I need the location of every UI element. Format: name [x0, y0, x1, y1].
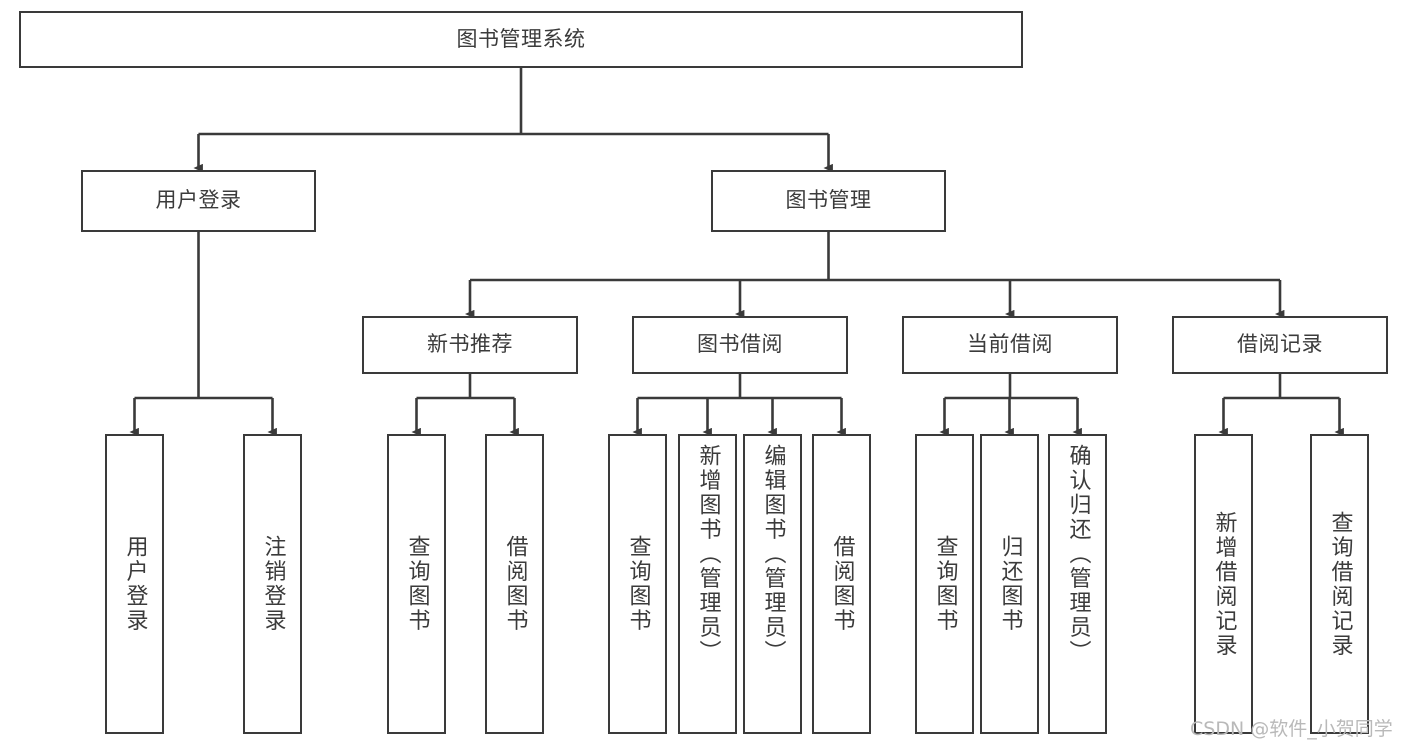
node-leaf-borrow-book[interactable]: 借阅图书	[812, 434, 871, 734]
node-book-management[interactable]: 图书管理	[711, 170, 946, 232]
node-label: 图书管理系统	[456, 26, 586, 51]
node-label: 新增借阅记录	[1211, 510, 1237, 658]
node-label: 查询图书	[625, 535, 651, 633]
node-user-login[interactable]: 用户登录	[81, 170, 316, 232]
node-label: 借阅图书	[829, 535, 855, 633]
node-new-book-recommend[interactable]: 新书推荐	[362, 316, 578, 374]
node-label: 注销登录	[260, 535, 286, 633]
node-label: 查询借阅记录	[1327, 510, 1353, 658]
node-label: 归还图书	[997, 535, 1023, 633]
node-label: 用户登录	[155, 188, 242, 213]
node-leaf-user-login[interactable]: 用户登录	[105, 434, 164, 734]
watermark-text: CSDN @软件_小贺同学	[1190, 718, 1393, 740]
node-label: 借阅记录	[1237, 332, 1323, 357]
node-label: 借阅图书	[502, 535, 528, 633]
node-label: 当前借阅	[967, 332, 1053, 357]
node-label: 编辑图书（管理员）	[760, 444, 786, 665]
node-leaf-add-book-admin[interactable]: 新增图书（管理员）	[678, 434, 737, 734]
node-root[interactable]: 图书管理系统	[19, 11, 1023, 68]
node-leaf-confirm-return-admin[interactable]: 确认归还（管理员）	[1048, 434, 1107, 734]
node-leaf-add-borrow-record[interactable]: 新增借阅记录	[1194, 434, 1253, 734]
node-label: 用户登录	[122, 535, 148, 633]
node-leaf-edit-book-admin[interactable]: 编辑图书（管理员）	[743, 434, 802, 734]
node-leaf-query-book-borrow[interactable]: 查询图书	[608, 434, 667, 734]
node-leaf-query-book-current[interactable]: 查询图书	[915, 434, 974, 734]
node-label: 新书推荐	[427, 332, 513, 357]
node-label: 查询图书	[932, 535, 958, 633]
node-book-borrow[interactable]: 图书借阅	[632, 316, 848, 374]
node-label: 图书借阅	[697, 332, 783, 357]
node-label: 图书管理	[785, 188, 872, 213]
node-current-borrow[interactable]: 当前借阅	[902, 316, 1118, 374]
node-leaf-query-book-recommend[interactable]: 查询图书	[387, 434, 446, 734]
node-label: 确认归还（管理员）	[1065, 444, 1091, 665]
node-leaf-borrow-book-recommend[interactable]: 借阅图书	[485, 434, 544, 734]
node-label: 新增图书（管理员）	[695, 444, 721, 665]
node-leaf-query-borrow-record[interactable]: 查询借阅记录	[1310, 434, 1369, 734]
node-borrow-records[interactable]: 借阅记录	[1172, 316, 1388, 374]
node-leaf-return-book[interactable]: 归还图书	[980, 434, 1039, 734]
node-label: 查询图书	[404, 535, 430, 633]
node-leaf-logout-login[interactable]: 注销登录	[243, 434, 302, 734]
